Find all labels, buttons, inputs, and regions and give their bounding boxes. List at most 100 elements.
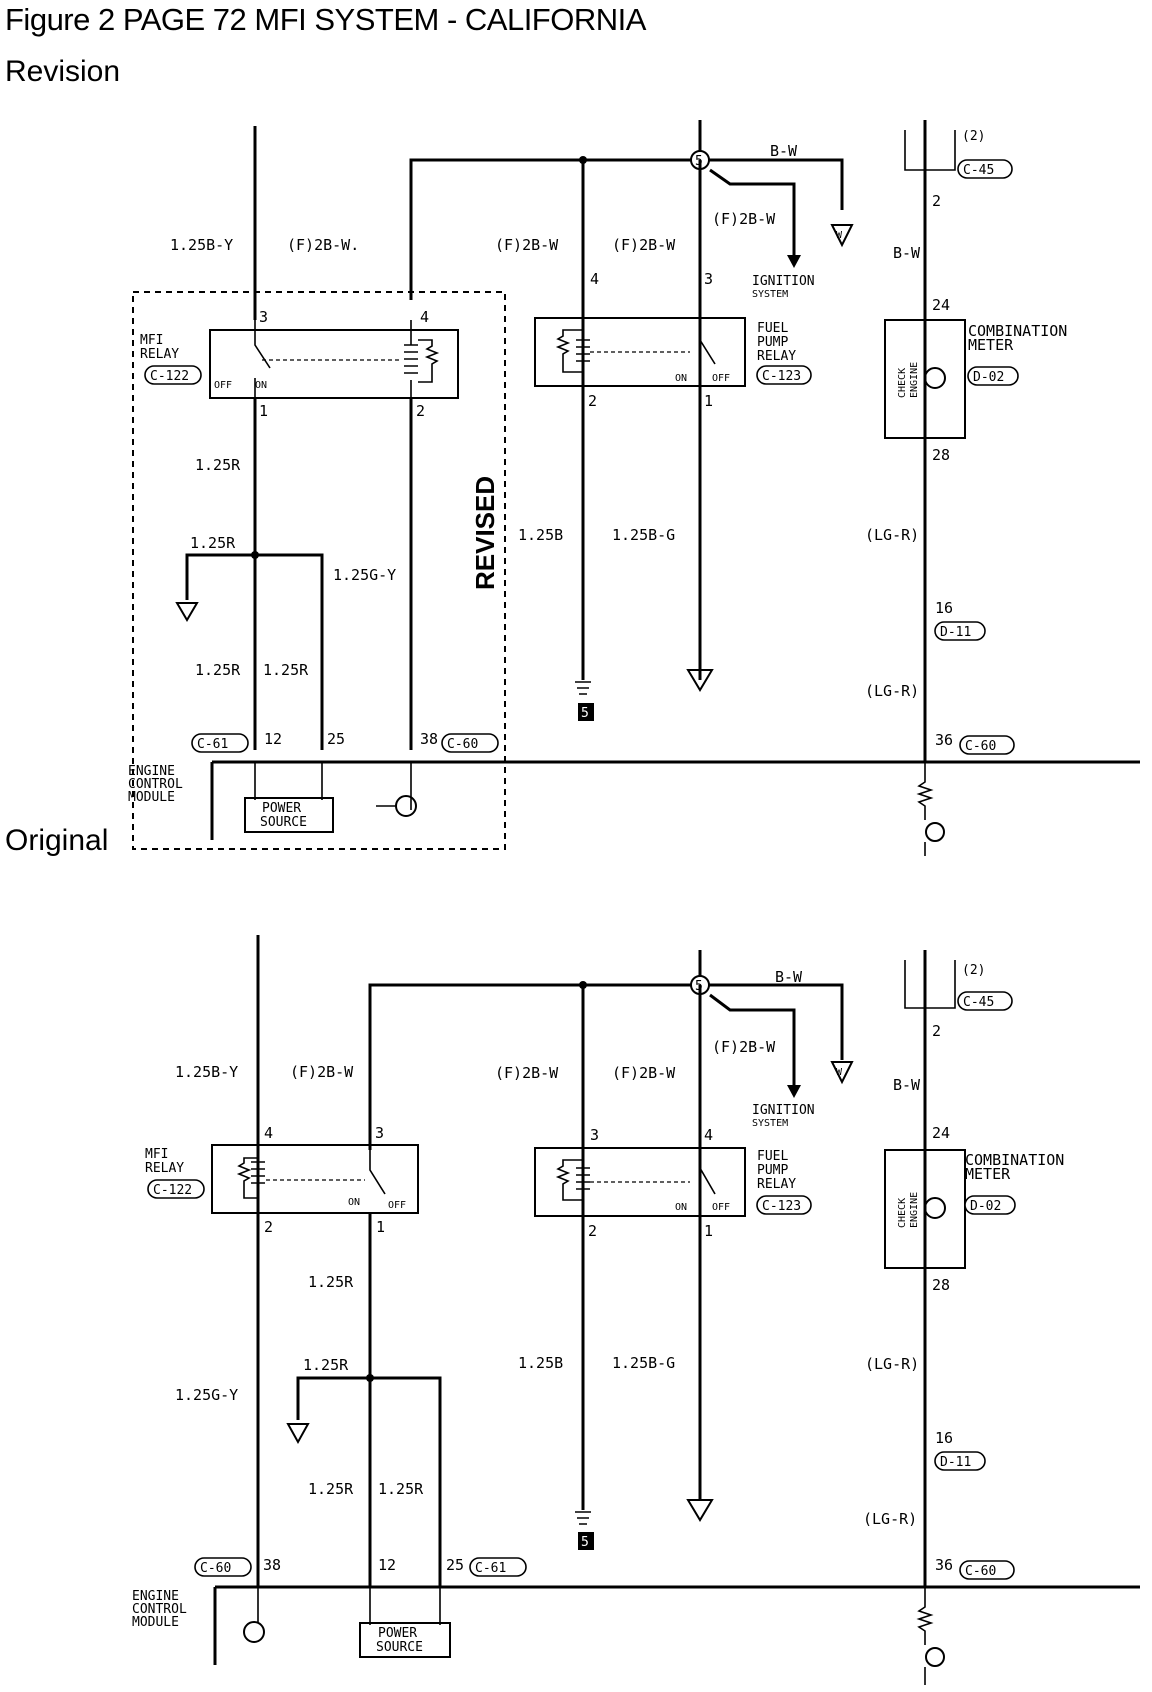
svg-text:1.25B-G: 1.25B-G bbox=[612, 1354, 675, 1372]
svg-text:16: 16 bbox=[935, 599, 953, 617]
section-label-revision: Revision bbox=[5, 55, 121, 88]
svg-text:OFF: OFF bbox=[712, 1202, 730, 1213]
svg-text:RELAY: RELAY bbox=[140, 347, 179, 362]
svg-text:1.25R: 1.25R bbox=[303, 1356, 349, 1374]
connector-c61-rev bbox=[191, 733, 249, 753]
svg-text:COMBINATION: COMBINATION bbox=[965, 1151, 1064, 1169]
svg-text:D-11: D-11 bbox=[940, 625, 971, 640]
svg-text:SYSTEM: SYSTEM bbox=[752, 1118, 788, 1129]
svg-text:1: 1 bbox=[259, 402, 268, 420]
svg-text:36: 36 bbox=[935, 1556, 953, 1574]
svg-text:1.25B: 1.25B bbox=[518, 526, 563, 544]
svg-text:5: 5 bbox=[581, 706, 589, 721]
svg-text:C-61: C-61 bbox=[475, 1561, 506, 1576]
connector-d02-orig bbox=[964, 1195, 1016, 1215]
transistor-icon-meter-rev bbox=[925, 822, 945, 842]
ground-letter: W bbox=[836, 230, 843, 241]
svg-text:POWER: POWER bbox=[378, 1626, 417, 1641]
svg-text:1.25R: 1.25R bbox=[378, 1480, 424, 1498]
svg-text:CHECK: CHECK bbox=[897, 368, 908, 398]
svg-text:RELAY: RELAY bbox=[145, 1161, 184, 1176]
svg-text:(LG-R): (LG-R) bbox=[865, 1355, 919, 1373]
svg-text:1.25B: 1.25B bbox=[518, 1354, 563, 1372]
svg-text:4: 4 bbox=[264, 1124, 273, 1142]
resistor-ecm-meter-rev bbox=[916, 762, 934, 820]
svg-text:1.25G-Y: 1.25G-Y bbox=[175, 1386, 238, 1404]
svg-text:1.25R: 1.25R bbox=[195, 456, 241, 474]
svg-text:C-60: C-60 bbox=[200, 1561, 231, 1576]
svg-text:B-W: B-W bbox=[893, 1076, 921, 1094]
svg-text:1: 1 bbox=[704, 392, 713, 410]
mfi-relay-box-orig bbox=[211, 1144, 419, 1214]
svg-text:12: 12 bbox=[264, 730, 282, 748]
svg-text:POWER: POWER bbox=[262, 801, 301, 816]
svg-text:3: 3 bbox=[590, 1126, 599, 1144]
fuel-pump-relay-label-rev: FUEL bbox=[757, 321, 788, 336]
svg-text:C-60: C-60 bbox=[965, 1564, 996, 1579]
svg-text:CHECK: CHECK bbox=[897, 1198, 908, 1228]
svg-text:(F)2B-W: (F)2B-W bbox=[612, 236, 676, 254]
svg-text:SOURCE: SOURCE bbox=[376, 1640, 423, 1655]
power-source-box-orig bbox=[359, 1622, 451, 1658]
svg-text:1.25R: 1.25R bbox=[308, 1480, 354, 1498]
svg-text:2: 2 bbox=[932, 192, 941, 210]
svg-text:SYSTEM: SYSTEM bbox=[752, 289, 788, 300]
svg-text:1.25R: 1.25R bbox=[263, 661, 309, 679]
connector-c45-rev bbox=[957, 159, 1013, 179]
combination-meter-label-rev: COMBINATION bbox=[968, 322, 1067, 340]
svg-text:1.25R: 1.25R bbox=[308, 1273, 354, 1291]
svg-text:PUMP: PUMP bbox=[757, 335, 788, 350]
svg-text:(F)2B-W: (F)2B-W bbox=[712, 1038, 776, 1056]
svg-text:FUEL: FUEL bbox=[757, 1149, 788, 1164]
svg-text:B-W: B-W bbox=[893, 244, 921, 262]
revision-diagram: 5 W B-W (F)2B-W IGNITION SYSTEM 1.25B-Y … bbox=[128, 120, 1140, 856]
svg-text:ON: ON bbox=[348, 1197, 360, 1208]
svg-text:OFF: OFF bbox=[388, 1200, 406, 1211]
svg-text:C-45: C-45 bbox=[963, 163, 994, 178]
ignition-arrow-icon-orig bbox=[787, 1085, 801, 1098]
svg-text:3: 3 bbox=[704, 270, 713, 288]
svg-text:2: 2 bbox=[932, 1022, 941, 1040]
check-engine-lamp-icon-rev bbox=[924, 367, 946, 389]
fuel-pump-relay-box-orig bbox=[534, 1147, 746, 1217]
svg-text:4: 4 bbox=[420, 308, 429, 326]
svg-text:C-122: C-122 bbox=[153, 1183, 192, 1198]
wire-label-125by-rev: 1.25B-Y bbox=[170, 236, 233, 254]
svg-text:MFI: MFI bbox=[145, 1147, 168, 1162]
svg-text:2: 2 bbox=[416, 402, 425, 420]
ignition-arrow-icon bbox=[787, 255, 801, 268]
svg-text:(F)2B-W: (F)2B-W bbox=[495, 236, 559, 254]
connector-c60-meter-rev bbox=[959, 735, 1015, 755]
svg-text:W: W bbox=[836, 1067, 843, 1078]
svg-text:(2): (2) bbox=[962, 129, 985, 144]
svg-text:METER: METER bbox=[965, 1165, 1011, 1183]
svg-text:D-02: D-02 bbox=[973, 370, 1004, 385]
svg-text:38: 38 bbox=[263, 1556, 281, 1574]
transistor-icon-orig bbox=[243, 1621, 265, 1643]
svg-text:25: 25 bbox=[327, 730, 345, 748]
connector-c61-orig bbox=[469, 1557, 527, 1577]
svg-text:38: 38 bbox=[420, 730, 438, 748]
svg-text:RELAY: RELAY bbox=[757, 349, 796, 364]
svg-text:5: 5 bbox=[581, 1535, 589, 1550]
original-diagram: 5 W B-W (F)2B-W IGNITION SYSTEM 1.25B-Y … bbox=[132, 935, 1140, 1685]
svg-text:16: 16 bbox=[935, 1429, 953, 1447]
svg-text:28: 28 bbox=[932, 1276, 950, 1294]
svg-text:(2): (2) bbox=[962, 963, 985, 978]
relay-coil-rev bbox=[404, 344, 418, 374]
ground-5-badge-orig bbox=[578, 1532, 594, 1550]
svg-text:ON: ON bbox=[675, 1202, 687, 1213]
svg-text:B-W: B-W bbox=[775, 968, 803, 986]
svg-text:C-123: C-123 bbox=[762, 369, 801, 384]
combination-meter-box-rev bbox=[884, 319, 966, 439]
connector-d11-rev bbox=[934, 621, 986, 641]
svg-text:OFF: OFF bbox=[712, 373, 730, 384]
svg-text:24: 24 bbox=[932, 1124, 950, 1142]
combination-meter-box-orig bbox=[884, 1149, 966, 1269]
svg-text:1: 1 bbox=[704, 1222, 713, 1240]
svg-text:(F)2B-W: (F)2B-W bbox=[612, 1064, 676, 1082]
wire-label-f2bw-ign: (F)2B-W bbox=[712, 210, 776, 228]
svg-text:C-122: C-122 bbox=[150, 369, 189, 384]
connector-c45-orig bbox=[957, 991, 1013, 1011]
svg-text:(LG-R): (LG-R) bbox=[865, 526, 919, 544]
